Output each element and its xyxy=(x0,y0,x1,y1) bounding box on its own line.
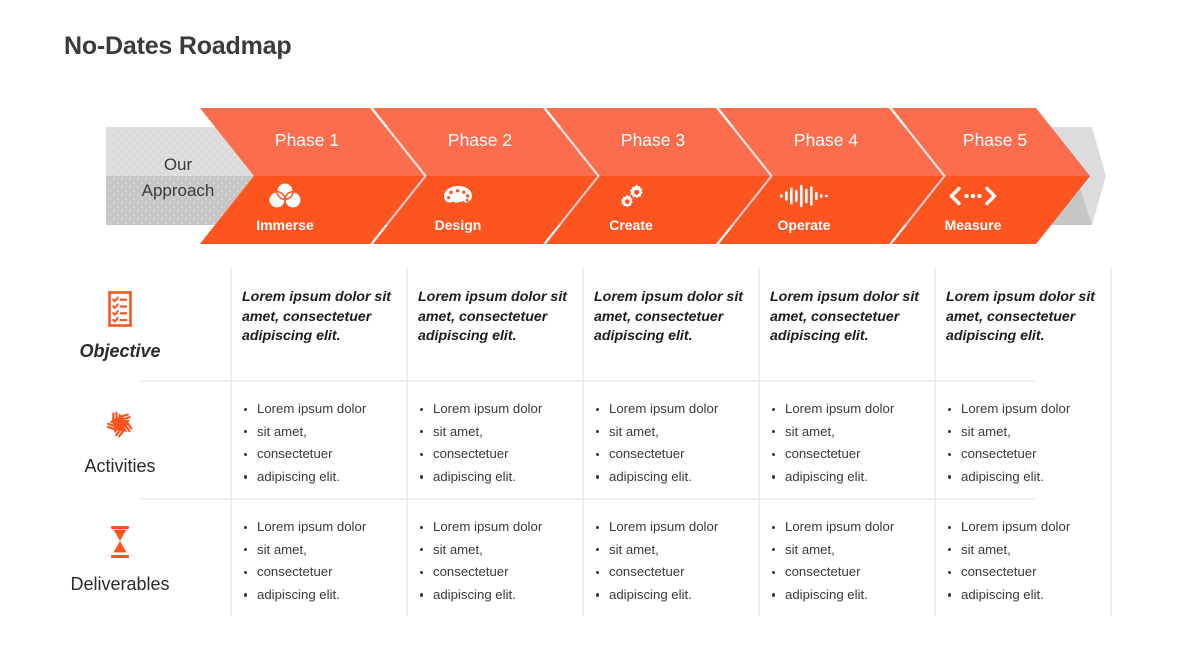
objective-text: Lorem ipsum dolor sit amet, consectetuer… xyxy=(242,289,391,344)
list-item: consectetuer xyxy=(418,443,568,466)
list-item: Lorem ipsum dolor xyxy=(946,516,1096,539)
table-row: Objective Lorem ipsum dolor sit amet, co… xyxy=(0,268,1180,380)
list-item: consectetuer xyxy=(594,443,744,466)
list-item: adipiscing elit. xyxy=(594,584,744,607)
list-item: adipiscing elit. xyxy=(770,584,920,607)
list-item: Lorem ipsum dolor xyxy=(770,398,920,421)
row-label-deliverables: Deliverables xyxy=(70,574,170,594)
phase-chevron-1 xyxy=(200,108,424,244)
cell-objective-phase5: Lorem ipsum dolor sit amet, consectetuer… xyxy=(934,268,1110,380)
list-item: Lorem ipsum dolor xyxy=(242,398,392,421)
cell-activities-phase4: Lorem ipsum dolor sit amet, consectetuer… xyxy=(758,380,934,498)
list-item: adipiscing elit. xyxy=(418,584,568,607)
list-item: consectetuer xyxy=(770,443,920,466)
list-item: Lorem ipsum dolor xyxy=(594,398,744,421)
row-tail-spacer xyxy=(1110,380,1180,498)
list-item: adipiscing elit. xyxy=(418,466,568,489)
list-item: consectetuer xyxy=(242,561,392,584)
roadmap-chevron-band: Our Approach Phase 1 Immerse Phase 2 xyxy=(0,105,1180,245)
list-item: sit amet, xyxy=(418,539,568,562)
row-tail-spacer xyxy=(1110,268,1180,380)
list-item: Lorem ipsum dolor xyxy=(242,516,392,539)
chevron-shapes xyxy=(106,108,1106,244)
objective-text: Lorem ipsum dolor sit amet, consectetuer… xyxy=(946,289,1095,344)
list-item: adipiscing elit. xyxy=(242,584,392,607)
bullet-list: Lorem ipsum dolor sit amet, consectetuer… xyxy=(770,398,920,488)
list-item: consectetuer xyxy=(418,561,568,584)
list-item: sit amet, xyxy=(594,539,744,562)
phase-chevron-5 xyxy=(892,108,1090,244)
list-item: sit amet, xyxy=(770,539,920,562)
cell-activities-phase2: Lorem ipsum dolor sit amet, consectetuer… xyxy=(406,380,582,498)
hourglass-icon xyxy=(105,519,135,565)
bullet-list: Lorem ipsum dolor sit amet, consectetuer… xyxy=(946,516,1096,606)
bullet-list: Lorem ipsum dolor sit amet, consectetuer… xyxy=(242,398,392,488)
cell-activities-phase1: Lorem ipsum dolor sit amet, consectetuer… xyxy=(230,380,406,498)
list-item: sit amet, xyxy=(946,421,1096,444)
cell-deliverables-phase2: Lorem ipsum dolor sit amet, consectetuer… xyxy=(406,498,582,616)
cell-objective-phase3: Lorem ipsum dolor sit amet, consectetuer… xyxy=(582,268,758,380)
list-item: consectetuer xyxy=(594,561,744,584)
phase-chevron-3 xyxy=(546,108,770,244)
bullet-list: Lorem ipsum dolor sit amet, consectetuer… xyxy=(418,516,568,606)
list-item: adipiscing elit. xyxy=(770,466,920,489)
bullet-list: Lorem ipsum dolor sit amet, consectetuer… xyxy=(594,398,744,488)
cell-deliverables-phase5: Lorem ipsum dolor sit amet, consectetuer… xyxy=(934,498,1110,616)
bullet-list: Lorem ipsum dolor sit amet, consectetuer… xyxy=(946,398,1096,488)
objective-text: Lorem ipsum dolor sit amet, consectetuer… xyxy=(594,289,743,344)
list-item: sit amet, xyxy=(418,421,568,444)
roadmap-matrix: Objective Lorem ipsum dolor sit amet, co… xyxy=(0,268,1180,616)
row-label-activities: Activities xyxy=(84,456,156,476)
cell-objective-phase2: Lorem ipsum dolor sit amet, consectetuer… xyxy=(406,268,582,380)
cell-objective-phase1: Lorem ipsum dolor sit amet, consectetuer… xyxy=(230,268,406,380)
list-item: Lorem ipsum dolor xyxy=(418,398,568,421)
list-item: sit amet, xyxy=(770,421,920,444)
phase-chevron-4 xyxy=(719,108,943,244)
checklist-icon xyxy=(105,286,135,332)
list-item: Lorem ipsum dolor xyxy=(594,516,744,539)
bullet-list: Lorem ipsum dolor sit amet, consectetuer… xyxy=(418,398,568,488)
list-item: sit amet, xyxy=(946,539,1096,562)
list-item: sit amet, xyxy=(594,421,744,444)
cell-deliverables-phase4: Lorem ipsum dolor sit amet, consectetuer… xyxy=(758,498,934,616)
row-header-deliverables: Deliverables xyxy=(0,498,230,616)
cell-objective-phase4: Lorem ipsum dolor sit amet, consectetuer… xyxy=(758,268,934,380)
page-title: No-Dates Roadmap xyxy=(64,32,292,60)
bullet-list: Lorem ipsum dolor sit amet, consectetuer… xyxy=(594,516,744,606)
teamwork-hands-icon xyxy=(100,401,140,447)
row-separator xyxy=(140,380,1035,382)
cell-deliverables-phase1: Lorem ipsum dolor sit amet, consectetuer… xyxy=(230,498,406,616)
list-item: adipiscing elit. xyxy=(946,466,1096,489)
list-item: Lorem ipsum dolor xyxy=(770,516,920,539)
list-item: consectetuer xyxy=(242,443,392,466)
table-row: Deliverables Lorem ipsum dolor sit amet,… xyxy=(0,498,1180,616)
row-label-objective: Objective xyxy=(79,341,161,361)
list-item: sit amet, xyxy=(242,539,392,562)
list-item: Lorem ipsum dolor xyxy=(418,516,568,539)
cell-deliverables-phase3: Lorem ipsum dolor sit amet, consectetuer… xyxy=(582,498,758,616)
list-item: consectetuer xyxy=(946,443,1096,466)
bullet-list: Lorem ipsum dolor sit amet, consectetuer… xyxy=(770,516,920,606)
row-tail-spacer xyxy=(1110,498,1180,616)
table-row: Activities Lorem ipsum dolor sit amet, c… xyxy=(0,380,1180,498)
cell-activities-phase3: Lorem ipsum dolor sit amet, consectetuer… xyxy=(582,380,758,498)
row-header-objective: Objective xyxy=(0,268,230,380)
bullet-list: Lorem ipsum dolor sit amet, consectetuer… xyxy=(242,516,392,606)
row-separator xyxy=(140,498,1035,500)
objective-text: Lorem ipsum dolor sit amet, consectetuer… xyxy=(418,289,567,344)
list-item: consectetuer xyxy=(770,561,920,584)
list-item: sit amet, xyxy=(242,421,392,444)
row-header-activities: Activities xyxy=(0,380,230,498)
list-item: consectetuer xyxy=(946,561,1096,584)
phase-chevron-2 xyxy=(373,108,597,244)
list-item: adipiscing elit. xyxy=(946,584,1096,607)
cell-activities-phase5: Lorem ipsum dolor sit amet, consectetuer… xyxy=(934,380,1110,498)
list-item: Lorem ipsum dolor xyxy=(946,398,1096,421)
list-item: adipiscing elit. xyxy=(242,466,392,489)
objective-text: Lorem ipsum dolor sit amet, consectetuer… xyxy=(770,289,919,344)
list-item: adipiscing elit. xyxy=(594,466,744,489)
